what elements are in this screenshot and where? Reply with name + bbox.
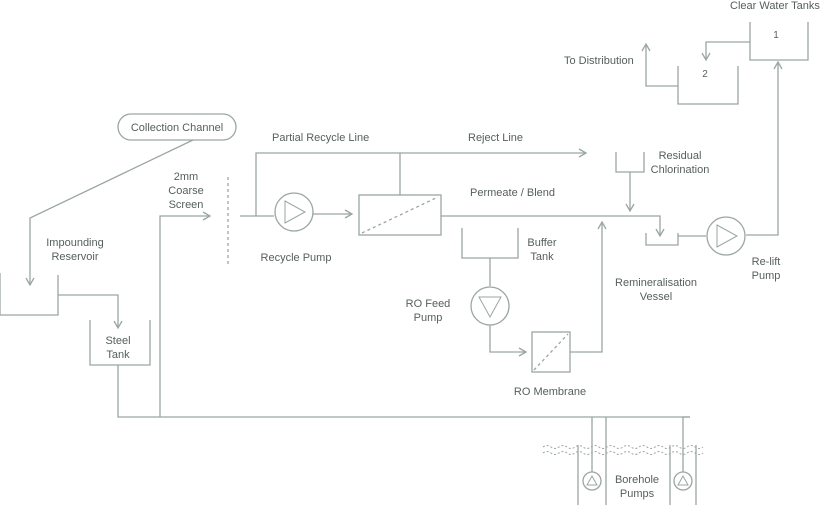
ro-membrane-to-permeate-line	[570, 220, 607, 353]
membrane-filter	[358, 194, 442, 236]
borehole-casing-right	[669, 445, 697, 505]
relift-pump-label-1: Re-lift	[752, 256, 781, 268]
ground-water-level	[542, 445, 704, 455]
permeate-blend-label: Permeate / Blend	[470, 187, 555, 199]
permeate-blend-line	[441, 215, 665, 238]
partial-recycle-line	[255, 152, 401, 216]
tank-1-label: 1	[773, 30, 779, 41]
ro-feed-pump-label-2: Pump	[414, 312, 443, 324]
residual-chlorination-label-2: Chlorination	[651, 164, 710, 176]
borehole-pumps-label-2: Pumps	[620, 488, 655, 500]
steel-tank-label-2: Tank	[106, 349, 130, 361]
to-distribution-line	[641, 42, 678, 87]
relift-pump[interactable]	[706, 216, 746, 256]
tank1-to-tank2-line	[701, 41, 750, 62]
borehole-pumps-label-1: Borehole	[615, 474, 659, 486]
reservoir-to-steel-tank-line	[58, 294, 123, 330]
ro-membrane	[531, 331, 571, 373]
recycle-pump-label: Recycle Pump	[261, 252, 332, 264]
remineralisation-vessel-label-2: Vessel	[640, 291, 672, 303]
collection-to-reservoir-line	[25, 139, 194, 287]
reject-line-label: Reject Line	[468, 132, 523, 144]
coarse-screen-label-3: Screen	[169, 199, 204, 211]
steel-tank-label-1: Steel	[105, 335, 130, 347]
ro-feed-to-membrane-line	[489, 325, 528, 357]
relift-riser-line	[746, 60, 783, 236]
ro-feed-pump-label-1: RO Feed	[406, 298, 451, 310]
relift-pump-label-2: Pump	[752, 270, 781, 282]
coarse-screen-label-2: Coarse	[168, 185, 203, 197]
borehole-casing-left	[577, 417, 607, 505]
buffer-tank-label-1: Buffer	[527, 237, 556, 249]
impounding-reservoir-label-2: Reservoir	[51, 251, 98, 263]
recycle-pump[interactable]	[274, 192, 314, 232]
residual-chlorination-tank	[615, 152, 645, 173]
borehole-pump-left[interactable]	[582, 471, 602, 491]
buffer-tank-label-2: Tank	[530, 251, 554, 263]
partial-recycle-line-label: Partial Recycle Line	[272, 132, 369, 144]
borehole-pump-right[interactable]	[673, 471, 693, 491]
tank-2-label: 2	[702, 69, 708, 80]
buffer-tank	[461, 228, 519, 259]
ro-feed-pump[interactable]	[470, 286, 510, 326]
ro-membrane-label: RO Membrane	[514, 386, 586, 398]
steel-tank	[89, 320, 151, 366]
steel-tank-outlet-line	[117, 365, 690, 418]
collection-channel-label: Collection Channel	[131, 122, 223, 134]
collection-channel[interactable]	[117, 113, 237, 141]
clear-water-tank-1	[749, 22, 809, 61]
borehole-right-riser	[682, 416, 690, 472]
impounding-reservoir-label-1: Impounding	[46, 237, 104, 249]
clear-water-tank-2	[677, 66, 739, 105]
impounding-reservoir	[0, 273, 59, 316]
feed-riser-line	[159, 211, 212, 417]
coarse-screen-label-1: 2mm	[174, 171, 198, 183]
remineralisation-vessel	[645, 233, 679, 246]
remineralisation-vessel-label-1: Remineralisation	[615, 277, 697, 289]
to-distribution-label: To Distribution	[564, 55, 634, 67]
clear-water-tanks-label: Clear Water Tanks	[730, 0, 820, 12]
residual-chlorination-label-1: Residual	[659, 150, 702, 162]
